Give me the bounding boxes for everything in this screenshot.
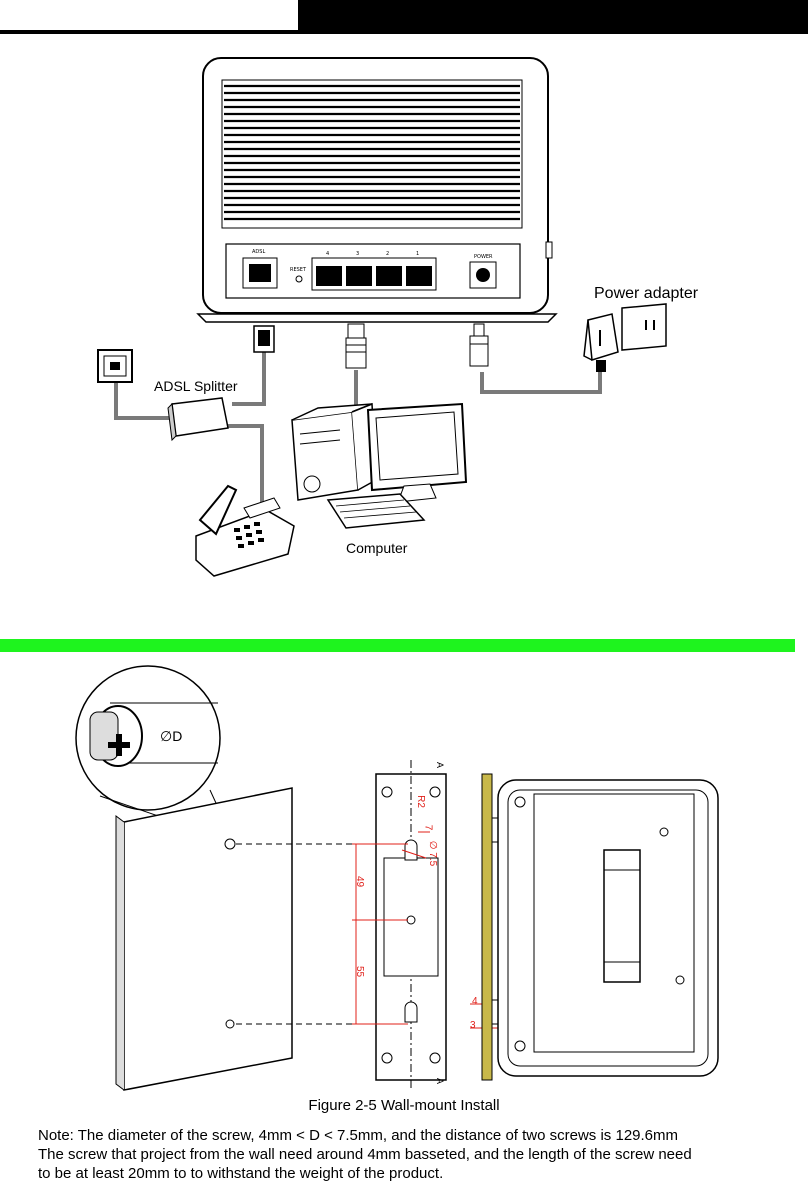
wall-phone-jack — [97, 349, 133, 383]
port-label-4: 4 — [326, 251, 330, 257]
power-plug — [469, 323, 489, 367]
label-power-adapter: Power adapter — [594, 285, 699, 302]
router-illustration — [196, 57, 558, 323]
header-rule — [0, 30, 298, 34]
dim-label-49: 49 — [354, 875, 366, 888]
dim-label-7: 7 — [422, 824, 434, 831]
screw-detail-magnifier — [75, 665, 233, 841]
port-label-2: 2 — [386, 251, 390, 257]
note-line-2: The screw that project from the wall nee… — [38, 1146, 692, 1163]
mounting-rail — [481, 773, 499, 1081]
port-label-1: 1 — [416, 251, 420, 257]
section-highlight-bar — [0, 639, 795, 652]
power-adapter — [583, 303, 667, 372]
note-line-1: Note: The diameter of the screw, 4mm < D… — [38, 1127, 678, 1144]
note-line-3: to be at least 20mm to to withstand the … — [38, 1165, 444, 1182]
phone-line-connector — [253, 325, 275, 353]
figure-caption: Figure 2-5 Wall-mount Install — [308, 1097, 500, 1114]
dim-label-phi75: ∅ 7.5 — [427, 840, 439, 867]
dim-label-d: ∅D — [160, 728, 183, 744]
label-computer: Computer — [346, 540, 408, 556]
dim-label-55: 55 — [354, 965, 366, 978]
wall-mount-drawing — [75, 665, 719, 1091]
port-label-adsl: ADSL — [252, 249, 266, 255]
dim-label-a-bottom: A — [435, 1077, 446, 1085]
dim-label-4: 4 — [472, 996, 478, 1007]
port-label-3: 3 — [356, 251, 360, 257]
telephone-illustration — [195, 484, 295, 577]
computer-illustration — [291, 402, 468, 529]
router-connection-diagram — [97, 57, 667, 577]
wall-panel — [115, 787, 356, 1091]
label-adsl-splitter: ADSL Splitter — [154, 378, 238, 394]
port-label-reset: RESET — [290, 267, 307, 273]
header-bar — [298, 0, 808, 34]
adsl-splitter — [167, 397, 229, 442]
install-note: Note: The diameter of the screw, 4mm < D… — [38, 1126, 798, 1183]
ethernet-connector — [345, 323, 367, 369]
dim-label-r2: R2 — [414, 795, 426, 808]
dim-label-a-top: A — [435, 761, 446, 769]
router-back-view — [497, 779, 719, 1077]
mounting-template — [352, 760, 500, 1090]
dim-label-3: 3 — [470, 1020, 476, 1031]
port-label-power: POWER — [474, 254, 493, 260]
